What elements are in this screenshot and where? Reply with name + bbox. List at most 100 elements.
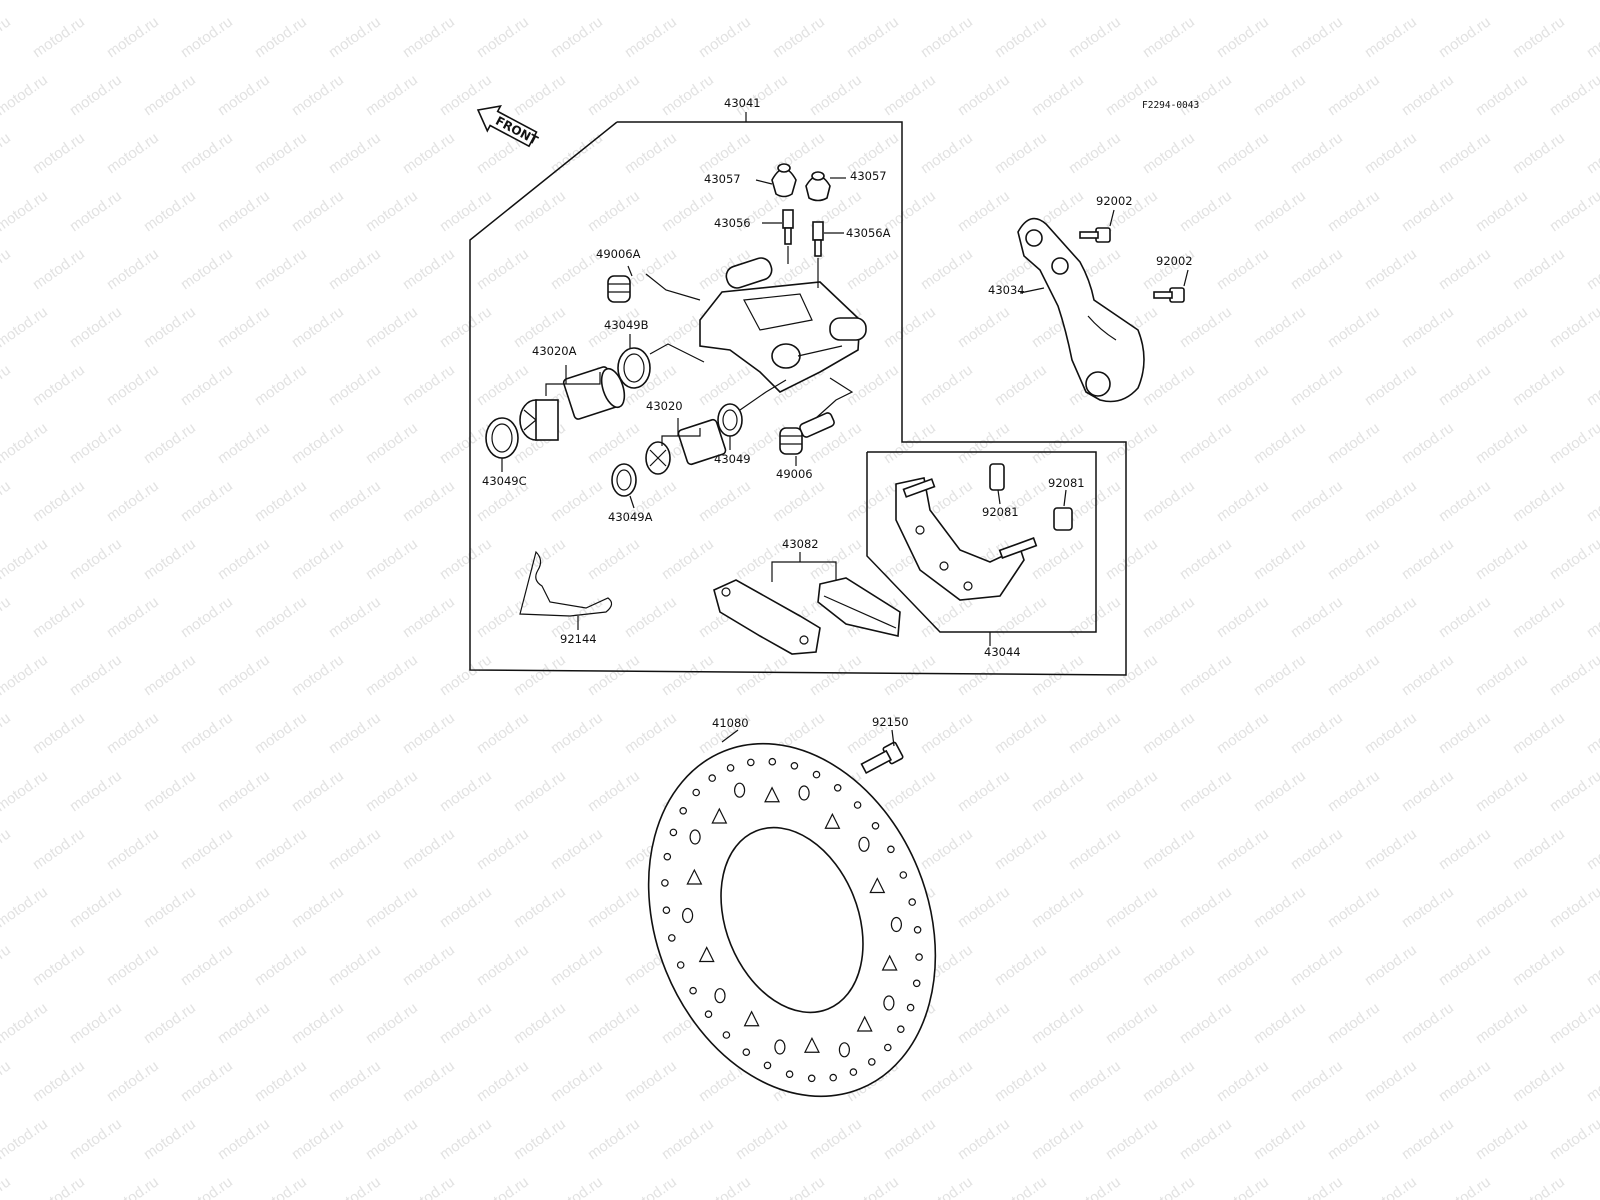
watermark-text: motod.ru bbox=[1177, 651, 1235, 699]
watermark-text: motod.ru bbox=[474, 245, 532, 293]
rotor-hole-icon bbox=[704, 1010, 713, 1019]
watermark-text: motod.ru bbox=[1473, 767, 1531, 815]
watermark-text: motod.ru bbox=[1473, 187, 1531, 235]
watermark-text: motod.ru bbox=[1288, 245, 1346, 293]
watermark-text: motod.ru bbox=[1510, 13, 1568, 61]
watermark-text: motod.ru bbox=[0, 651, 51, 699]
rotor-hole-icon bbox=[906, 1003, 915, 1012]
watermark-text: motod.ru bbox=[1325, 303, 1383, 351]
watermark-text: motod.ru bbox=[178, 709, 236, 757]
watermark-text: motod.ru bbox=[1288, 13, 1346, 61]
watermark-text: motod.ru bbox=[141, 1115, 199, 1163]
watermark-text: motod.ru bbox=[1584, 245, 1600, 293]
watermark-text: motod.ru bbox=[1510, 245, 1568, 293]
watermark-text: motod.ru bbox=[0, 419, 51, 467]
watermark-text: motod.ru bbox=[141, 71, 199, 119]
watermark-text: motod.ru bbox=[0, 477, 14, 525]
watermark-text: motod.ru bbox=[141, 767, 199, 815]
watermark-text: motod.ru bbox=[1510, 129, 1568, 177]
watermark-text: motod.ru bbox=[585, 419, 643, 467]
rotor-hole-icon bbox=[708, 774, 717, 782]
watermark-text: motod.ru bbox=[1177, 535, 1235, 583]
watermark-text: motod.ru bbox=[1547, 999, 1600, 1047]
watermark-text: motod.ru bbox=[1436, 1173, 1494, 1200]
watermark-text: motod.ru bbox=[363, 419, 421, 467]
watermark-text: motod.ru bbox=[363, 71, 421, 119]
bolt-icon bbox=[1079, 227, 1111, 243]
watermark-text: motod.ru bbox=[215, 71, 273, 119]
watermark-text: motod.ru bbox=[1214, 593, 1272, 641]
label-43082: 43082 bbox=[782, 537, 819, 551]
watermark-text: motod.ru bbox=[326, 941, 384, 989]
watermark-text: motod.ru bbox=[511, 71, 569, 119]
watermark-text: motod.ru bbox=[0, 1057, 14, 1105]
watermark-text: motod.ru bbox=[807, 0, 865, 3]
watermark-text: motod.ru bbox=[1584, 1057, 1600, 1105]
label-43057-right: 43057 bbox=[850, 169, 887, 183]
watermark-text: motod.ru bbox=[326, 477, 384, 525]
watermark-text: motod.ru bbox=[1436, 593, 1494, 641]
watermark-text: motod.ru bbox=[1103, 883, 1161, 931]
watermark-text: motod.ru bbox=[104, 941, 162, 989]
watermark-text: motod.ru bbox=[1436, 361, 1494, 409]
watermark-text: motod.ru bbox=[1473, 883, 1531, 931]
watermark-text: motod.ru bbox=[548, 709, 606, 757]
watermark-text: motod.ru bbox=[326, 245, 384, 293]
label-43049: 43049 bbox=[714, 452, 751, 466]
rotor-hole-icon bbox=[676, 961, 685, 969]
watermark-text: motod.ru bbox=[511, 651, 569, 699]
watermark-text: motod.ru bbox=[1288, 477, 1346, 525]
watermark-text: motod.ru bbox=[252, 593, 310, 641]
watermark-text: motod.ru bbox=[1177, 71, 1235, 119]
watermark-text: motod.ru bbox=[1140, 709, 1198, 757]
watermark-text: motod.ru bbox=[696, 361, 754, 409]
watermark-text: motod.ru bbox=[30, 245, 88, 293]
watermark-text: motod.ru bbox=[1029, 1115, 1087, 1163]
watermark-text: motod.ru bbox=[622, 709, 680, 757]
rotor-hole-icon bbox=[742, 1048, 751, 1057]
watermark-text: motod.ru bbox=[215, 883, 273, 931]
watermark-text: motod.ru bbox=[585, 883, 643, 931]
watermark-text: motod.ru bbox=[1325, 187, 1383, 235]
watermark-text: motod.ru bbox=[1103, 999, 1161, 1047]
watermark-text: motod.ru bbox=[1140, 13, 1198, 61]
rotor-hole-icon bbox=[768, 757, 777, 766]
watermark-text: motod.ru bbox=[548, 477, 606, 525]
watermark-text: motod.ru bbox=[1177, 0, 1235, 3]
watermark-text: motod.ru bbox=[252, 1057, 310, 1105]
watermark-text: motod.ru bbox=[1362, 129, 1420, 177]
slide-pin-icon bbox=[779, 412, 835, 455]
watermark-text: motod.ru bbox=[548, 825, 606, 873]
label-92144: 92144 bbox=[560, 632, 597, 646]
watermark-text: motod.ru bbox=[622, 593, 680, 641]
watermark-text: motod.ru bbox=[1399, 999, 1457, 1047]
watermark-text: motod.ru bbox=[1436, 825, 1494, 873]
label-43041: 43041 bbox=[724, 96, 761, 110]
watermark-text: motod.ru bbox=[1547, 1115, 1600, 1163]
rotor-slot-icon bbox=[743, 1010, 760, 1027]
label-49006A: 49006A bbox=[596, 247, 641, 261]
watermark-text: motod.ru bbox=[1584, 361, 1600, 409]
watermark-text: motod.ru bbox=[326, 129, 384, 177]
watermark-text: motod.ru bbox=[30, 709, 88, 757]
rotor-hole-icon bbox=[669, 828, 678, 837]
watermark-text: motod.ru bbox=[1473, 419, 1531, 467]
watermark-text: motod.ru bbox=[0, 883, 51, 931]
watermark-text: motod.ru bbox=[326, 1057, 384, 1105]
watermark-text: motod.ru bbox=[918, 361, 976, 409]
watermark-text: motod.ru bbox=[1547, 883, 1600, 931]
rotor-hole-icon bbox=[812, 770, 821, 779]
rotor-hole-icon bbox=[908, 898, 917, 906]
rotor-vent-icon bbox=[733, 782, 746, 798]
watermark-text: motod.ru bbox=[1029, 71, 1087, 119]
watermark-text: motod.ru bbox=[289, 883, 347, 931]
watermark-text: motod.ru bbox=[955, 71, 1013, 119]
brake-pad-icon bbox=[817, 577, 901, 637]
pad-spring-icon bbox=[989, 463, 1005, 491]
watermark-text: motod.ru bbox=[178, 825, 236, 873]
watermark-text: motod.ru bbox=[1251, 535, 1309, 583]
watermark-text: motod.ru bbox=[67, 651, 125, 699]
watermark-text: motod.ru bbox=[1066, 825, 1124, 873]
label-43056: 43056 bbox=[714, 216, 751, 230]
watermark-text: motod.ru bbox=[511, 999, 569, 1047]
